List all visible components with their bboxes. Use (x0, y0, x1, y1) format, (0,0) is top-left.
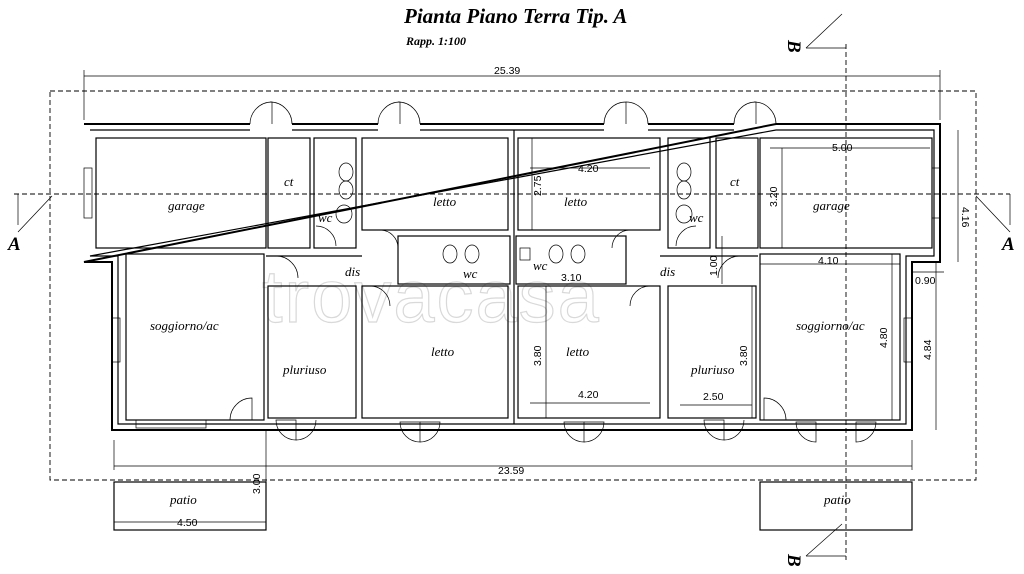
wall-garage-left (95, 137, 267, 249)
toilet-icon (676, 162, 692, 182)
toilet-icon (548, 244, 564, 264)
dimension-label: 4.80 (878, 327, 890, 348)
dimension-label: 4.20 (578, 163, 599, 175)
dimension-label: 2.75 (532, 175, 544, 196)
window (83, 167, 93, 219)
dimension-label: 4.84 (922, 339, 934, 360)
dimension-label: 23.59 (498, 465, 524, 477)
windows (83, 167, 941, 429)
room-label-soggiorno: soggiorno/ac (150, 318, 219, 333)
interior-walls (95, 130, 933, 424)
room-label-dis: dis (345, 264, 360, 279)
window (111, 317, 121, 363)
bidet-icon (338, 180, 354, 200)
dimension-label: 2.50 (703, 391, 724, 403)
doors (229, 101, 877, 443)
sink-icon (519, 247, 531, 261)
dimension-label: 5.00 (832, 142, 853, 154)
bidet-icon (676, 180, 692, 200)
room-label-wc: wc (463, 266, 478, 281)
window (135, 419, 207, 429)
room-label-garage: garage (168, 198, 205, 213)
patio-right (759, 481, 913, 531)
exterior-walls (83, 123, 941, 431)
room-label-wc: wc (533, 258, 548, 273)
room-label-wc: wc (689, 210, 704, 225)
room-label-patio: patio (823, 492, 851, 507)
room-label-ct: ct (730, 174, 740, 189)
section-arrow-a-right (975, 195, 1011, 233)
dimension-label: 3.20 (768, 186, 780, 207)
section-arrow-b-bottom (805, 523, 843, 557)
room-label-patio: patio (169, 492, 197, 507)
watermark: trovacasa (262, 255, 601, 338)
wall-soggiorno-right (759, 253, 901, 421)
dimension-label: 3.80 (532, 345, 544, 366)
room-label-ct: ct (284, 174, 294, 189)
dimension-label: 4.20 (578, 389, 599, 401)
room-label-letto: letto (431, 344, 455, 359)
room-label-letto: letto (433, 194, 457, 209)
dimension-label: 3.00 (251, 473, 263, 494)
room-label-letto: letto (566, 344, 590, 359)
dimension-label: 25.39 (494, 65, 520, 77)
dimension-label: 3.10 (561, 272, 582, 284)
section-label-a-left: A (7, 234, 21, 255)
dimension-label: 4.50 (177, 517, 198, 529)
dimension-label: 4.10 (818, 255, 839, 267)
dimension-label: 4.16 (959, 207, 971, 228)
room-label-pluriuso: pluriuso (690, 362, 735, 377)
room-label-pluriuso: pluriuso (282, 362, 327, 377)
window (903, 317, 913, 363)
room-label-wc: wc (318, 210, 333, 225)
dimension-label: 3.80 (738, 345, 750, 366)
sink-icon (335, 204, 353, 224)
room-label-letto: letto (564, 194, 588, 209)
bidet-icon (570, 244, 586, 264)
wall-soggiorno-left (125, 253, 265, 421)
room-label-soggiorno: soggiorno/ac (796, 318, 865, 333)
section-label-b-bottom: B (783, 553, 804, 567)
section-arrow-a-left (17, 195, 53, 233)
room-label-garage: garage (813, 198, 850, 213)
plan-scale: Rapp. 1:100 (406, 34, 466, 48)
sanitary-fixtures (335, 162, 693, 264)
plan-title: Pianta Piano Terra Tip. A (404, 4, 628, 28)
room-label-dis: dis (660, 264, 675, 279)
dimension-label: 1.00 (708, 255, 720, 276)
window (931, 167, 941, 219)
section-label-b-top: B (783, 39, 804, 53)
roof-outline (49, 90, 977, 481)
bidet-icon (464, 244, 480, 264)
section-arrow-b-top (805, 13, 843, 49)
dimension-label: 0.90 (915, 275, 936, 287)
dimension-lines (83, 70, 959, 530)
section-label-a-right: A (1001, 234, 1015, 255)
sink-icon (675, 204, 693, 224)
toilet-icon (338, 162, 354, 182)
toilet-icon (442, 244, 458, 264)
